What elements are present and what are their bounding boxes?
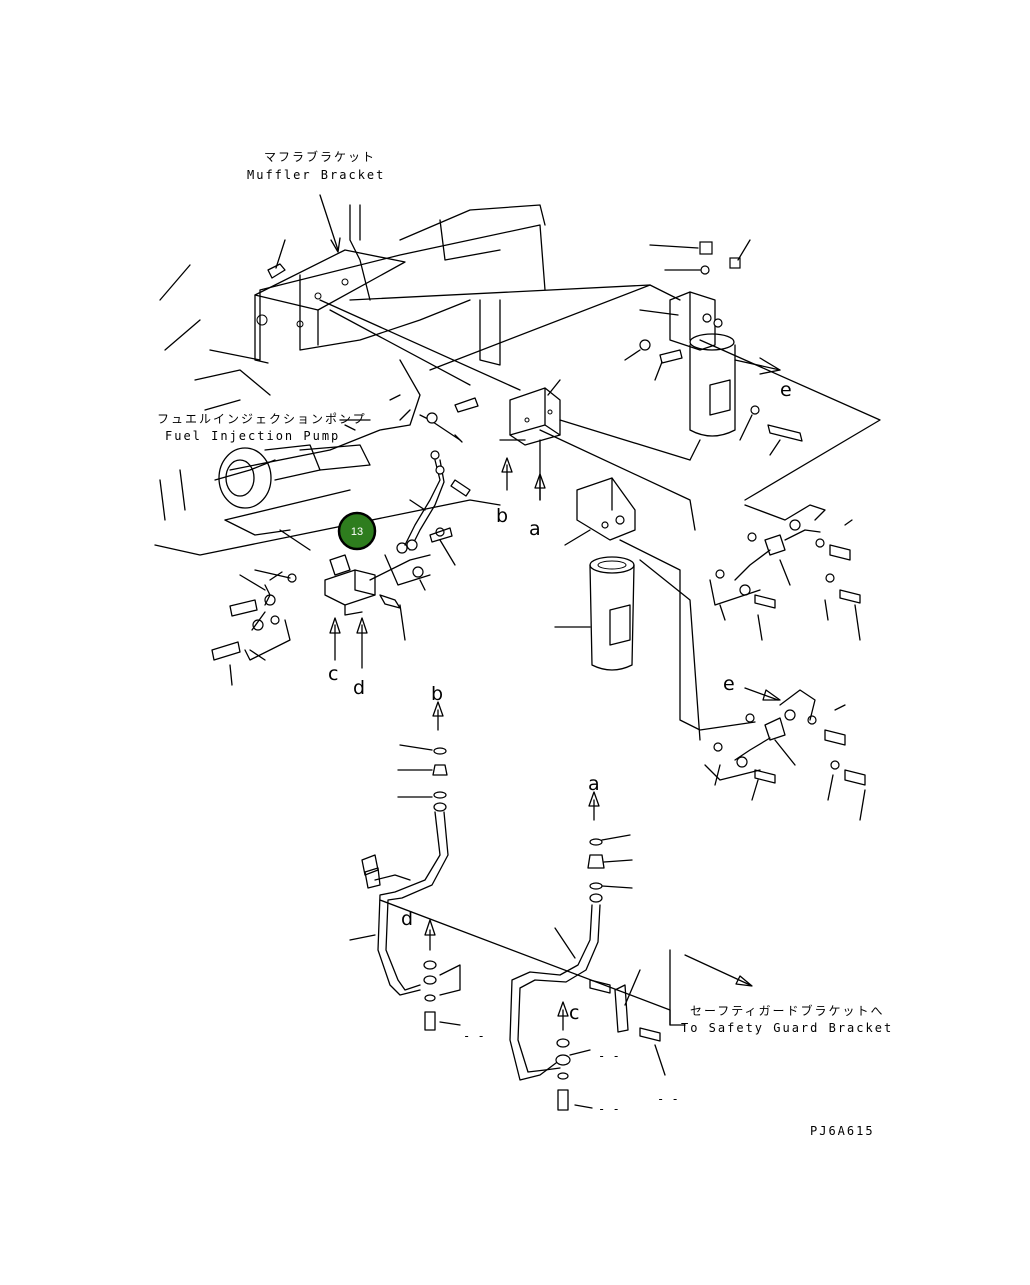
engine-block: [154, 204, 546, 556]
dash-mark: - -: [463, 1029, 485, 1043]
dash-mark: - -: [598, 1102, 620, 1116]
safety-guard-bracket-en: To Safety Guard Bracket: [681, 1021, 893, 1035]
leader-lines: [224, 284, 881, 1026]
letter-b-upper: b: [496, 505, 508, 527]
part-number-badge[interactable]: 13: [337, 511, 377, 551]
muffler-bracket: [254, 194, 406, 364]
letter-d-upper: d: [353, 677, 365, 699]
right-tube-assembly-lower: [704, 689, 866, 821]
upper-filter-assembly: [624, 239, 803, 461]
letter-a-lower: a: [588, 773, 600, 795]
center-filter: [554, 477, 636, 671]
letter-a-upper: a: [529, 518, 541, 540]
letter-e-upper: e: [780, 379, 792, 401]
muffler-bracket-en: Muffler Bracket: [247, 168, 385, 182]
safety-guard-bracket-ja: セーフティガードブラケットへ: [690, 1003, 885, 1018]
e-arrowhead-lower: [762, 689, 781, 701]
letter-c-upper: c: [328, 663, 338, 685]
drawing-code: PJ6A615: [810, 1124, 875, 1138]
dash-mark: - -: [598, 1049, 620, 1063]
safety-guard-arrow: [684, 954, 751, 986]
left-bracket-group: [211, 394, 479, 686]
safety-guard-arrowhead: [735, 975, 753, 987]
dash-mark: - -: [657, 1092, 679, 1106]
right-tube-assembly-upper: [709, 504, 861, 641]
badge-number[interactable]: 13: [351, 526, 363, 538]
badge-circle[interactable]: [337, 511, 377, 551]
fuel-injection-pump-en: Fuel Injection Pump: [165, 429, 340, 443]
fip-leader: [344, 424, 356, 431]
e-arrow-lower: [744, 687, 779, 701]
lower-left-tube-assembly: [349, 701, 461, 1031]
letter-c-lower: c: [569, 1002, 579, 1024]
letter-d-lower: d: [401, 908, 413, 930]
letter-e-lower: e: [723, 673, 735, 695]
letter-b-lower: b: [431, 683, 443, 705]
fuel-injection-pump-ja: フュエルインジェクションポンプ: [157, 412, 367, 426]
lower-right-tube-assembly: [509, 791, 666, 1111]
muffler-bracket-ja: マフラブラケット: [264, 149, 376, 164]
distribution-block: [499, 379, 691, 501]
